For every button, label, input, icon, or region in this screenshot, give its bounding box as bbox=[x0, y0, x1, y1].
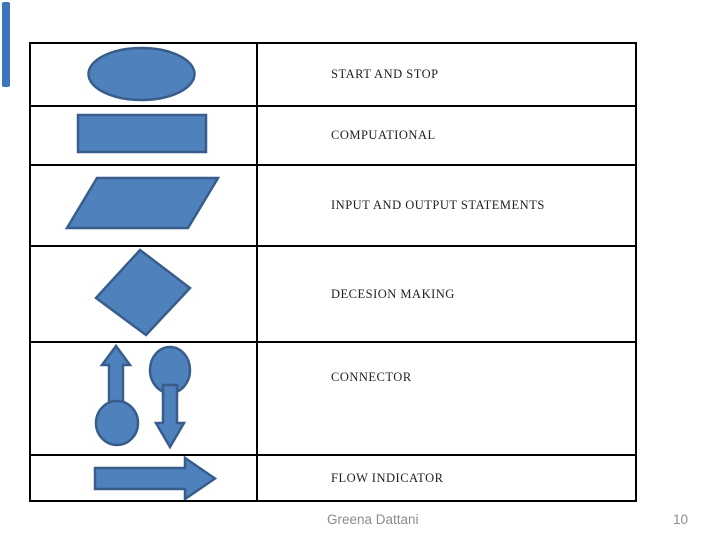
connector-arrows-icon bbox=[94, 343, 192, 450]
table-row-flow-indicator: FLOW INDICATOR bbox=[31, 456, 635, 500]
symbol-label-cell: START AND STOP bbox=[258, 44, 635, 105]
flowchart-symbol-table: START AND STOP COMPUATIONAL INPUT AND OU… bbox=[29, 42, 637, 502]
shape-cell bbox=[31, 166, 258, 245]
symbol-label-cell: COMPUATIONAL bbox=[258, 107, 635, 164]
table-row-connector: CONNECTOR bbox=[31, 343, 635, 456]
table-row-start-stop: START AND STOP bbox=[31, 44, 635, 107]
symbol-label: START AND STOP bbox=[331, 67, 439, 81]
symbol-label-cell: INPUT AND OUTPUT STATEMENTS bbox=[258, 166, 635, 245]
shape-cell bbox=[31, 343, 258, 454]
symbol-label-cell: FLOW INDICATOR bbox=[258, 456, 635, 500]
terminator-oval-icon bbox=[87, 46, 196, 102]
process-rectangle-icon bbox=[76, 113, 208, 154]
table-row-decision: DECESION MAKING bbox=[31, 247, 635, 343]
slide-footer: Greena Dattani 10 bbox=[0, 509, 728, 533]
shape-cell bbox=[31, 44, 258, 105]
table-row-input-output: INPUT AND OUTPUT STATEMENTS bbox=[31, 166, 635, 247]
symbol-label: FLOW INDICATOR bbox=[331, 470, 444, 485]
connector-oval-bottom-shape bbox=[94, 399, 140, 447]
accent-bar bbox=[2, 2, 10, 87]
shape-cell bbox=[31, 456, 258, 500]
footer-page-number: 10 bbox=[672, 512, 688, 527]
symbol-label-cell: CONNECTOR bbox=[258, 343, 635, 454]
symbol-label: INPUT AND OUTPUT STATEMENTS bbox=[331, 198, 545, 212]
decision-diamond-icon bbox=[94, 248, 192, 337]
parallelogram-icon bbox=[64, 176, 221, 230]
flow-arrow-icon bbox=[93, 456, 218, 500]
shape-cell bbox=[31, 107, 258, 164]
table-row-computational: COMPUATIONAL bbox=[31, 107, 635, 166]
shape-cell bbox=[31, 247, 258, 341]
down-arrow-shape bbox=[153, 383, 187, 450]
symbol-label-cell: DECESION MAKING bbox=[258, 247, 635, 341]
symbol-label: CONNECTOR bbox=[331, 370, 412, 384]
symbol-label: DECESION MAKING bbox=[331, 286, 455, 301]
symbol-label: COMPUATIONAL bbox=[331, 128, 436, 142]
footer-author: Greena Dattani bbox=[327, 512, 419, 527]
